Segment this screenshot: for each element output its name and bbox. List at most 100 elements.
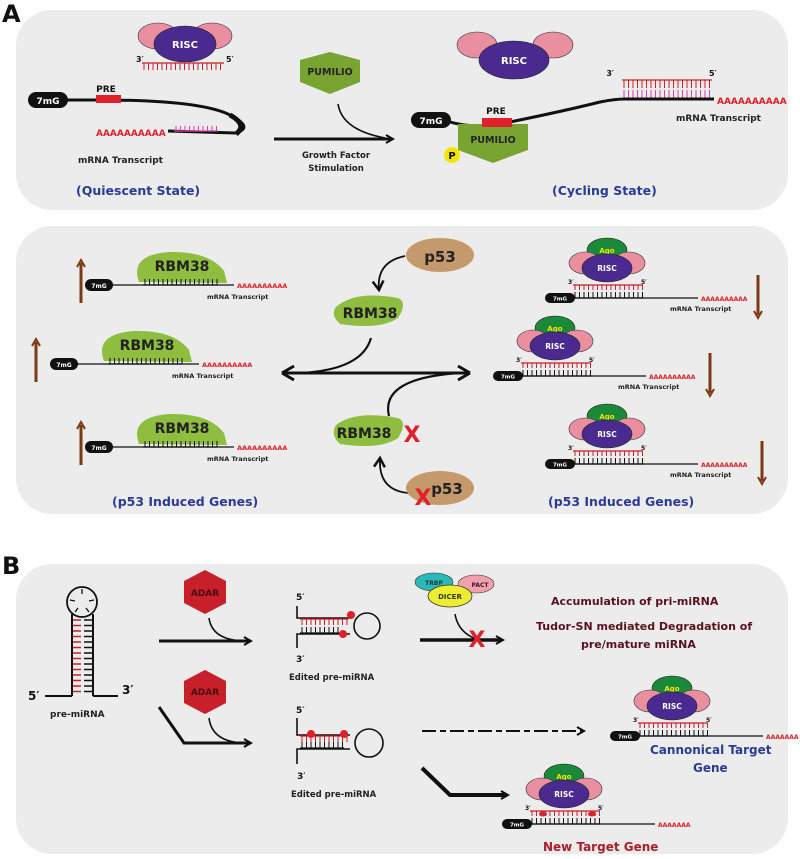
three-prime-label: 3′ [122, 683, 134, 697]
cap-7mg [545, 293, 575, 303]
risc-label: RISC [597, 430, 617, 439]
risc-label: RISC [172, 40, 198, 51]
cap-7mg [411, 112, 451, 128]
p53-rbm38-center: p53 RBM38 RBM38 X p53 X [281, 238, 474, 511]
hairpin-loop [66, 586, 98, 618]
cap-7mg [28, 92, 68, 108]
edit-site [340, 730, 348, 738]
cap-label: 7mG [618, 735, 633, 741]
transcript-label: mRNA Transcript [207, 455, 268, 463]
cap-label: 7mG [91, 283, 106, 290]
five-prime-label: 5′ [226, 55, 234, 64]
mirna-strand [142, 62, 224, 70]
pre-label: PRE [486, 107, 506, 117]
edit-site [588, 811, 596, 817]
new-targeting-arrow [420, 766, 507, 795]
rbm38-label: RBM38 [155, 259, 210, 275]
polya-tail: AAAAAAAAAA [701, 296, 748, 303]
risc-body [478, 40, 550, 80]
x-mark: X [404, 423, 421, 448]
cap-7mg [50, 358, 78, 370]
pre-element [482, 118, 512, 127]
p53-oval [406, 471, 474, 505]
p53-oval [406, 238, 474, 272]
panel-label-a: A [2, 0, 21, 28]
five-prime-label: 5′ [28, 689, 40, 703]
transcript-label: mRNA Transcript [670, 471, 731, 479]
transcript-label: mRNA Transcript [172, 372, 233, 380]
ago-label: Ago [556, 773, 571, 781]
three-prime-label: 3′ [568, 279, 574, 286]
rbm38-label: RBM38 [343, 306, 398, 322]
edited-pre-mirna-bottom: 5′ 3′ Edited pre-miRNA [291, 706, 384, 800]
cap-label: 7mG [553, 297, 568, 303]
pre-label: PRE [96, 85, 116, 95]
risc-body [581, 253, 633, 283]
outcome-degradation-line-2: pre/mature miRNA [581, 638, 696, 651]
outcome-accumulation: Accumulation of pri-miRNA [551, 595, 719, 608]
outcome-degradation-line-1: Tudor-SN mediated Degradation of [536, 620, 752, 633]
edited-label: Edited pre-miRNA [291, 790, 377, 800]
ago-label: Ago [599, 413, 614, 421]
cap-label: 7mG [419, 117, 442, 127]
rbm38-label: RBM38 [155, 421, 210, 437]
rbm38-label: RBM38 [120, 338, 175, 354]
pumilio-arrow [337, 103, 386, 139]
panel-a-top-bg [16, 10, 788, 210]
mirna-strand [300, 618, 348, 625]
adar-hexagon [184, 670, 226, 714]
cap-label: 7mG [36, 97, 59, 107]
ago-label: Ago [599, 247, 614, 255]
transcript-label: mRNA Transcript [207, 293, 268, 301]
transcript-label: mRNA Transcript [78, 156, 164, 166]
three-prime-label: 3′ [136, 55, 144, 64]
cap-7mg [493, 371, 523, 381]
polya-tail: AAAAAAAAAA [237, 282, 287, 290]
polya-tail: AAAAAAAAAA [237, 444, 287, 452]
rbm38-label: RBM38 [337, 426, 392, 442]
editing-arrow [157, 706, 250, 743]
left-caption: (p53 Induced Genes) [112, 494, 258, 509]
pre-mirna-hairpin: 5′ 3′ pre-miRNA [28, 586, 134, 720]
cap-label: 7mG [553, 463, 568, 469]
mirna-strand [622, 79, 712, 88]
polya-tail: AAAAAAAAAA [717, 97, 787, 107]
ago-label: Ago [664, 685, 679, 693]
polya-tail: AAAAAAAAAA [202, 361, 252, 369]
pact-label: PACT [472, 582, 490, 589]
mrna-quiescent: 7mG PRE AAAAAAAAAA mRNA Transcript (Quie… [28, 85, 246, 198]
mrna-cycling: RISC 3′ 5′ PUMILIO PRE 7mG P AAAAAAAAAA … [411, 31, 787, 198]
cap-7mg [85, 279, 113, 291]
three-prime-label: 3′ [516, 357, 522, 364]
five-prime-label: 5′ [641, 279, 647, 286]
x-mark: X [469, 628, 486, 653]
panel-label-b: B [2, 552, 20, 580]
risc-body [646, 691, 698, 721]
rbm38-active [333, 295, 403, 326]
transcript-label: mRNA Transcript [676, 114, 762, 124]
hairpin-loop [354, 728, 384, 758]
adar-label: ADAR [191, 589, 219, 599]
edit-site [339, 630, 347, 638]
dicer-blocked: TRBP PACT DICER X [414, 572, 502, 653]
adar-path-top: ADAR [159, 570, 250, 641]
pact-oval [457, 574, 495, 594]
cycling-caption: (Cycling State) [552, 183, 657, 198]
p53-loss-arrow [373, 455, 409, 494]
polya-tail: AAAAAAAAAA [649, 374, 696, 381]
five-prime-label: 5′ [706, 717, 712, 724]
stimulus-line-1: Growth Factor [302, 151, 371, 161]
stimulus-line-2: Stimulation [308, 164, 364, 174]
right-caption: (p53 Induced Genes) [548, 494, 694, 509]
risc-complex-quiescent: RISC 3′ 5′ [136, 22, 234, 70]
risc-body [529, 331, 581, 361]
seed-binding [174, 126, 218, 132]
pumilio-hexagon [300, 52, 360, 94]
adar-hexagon [184, 570, 226, 614]
